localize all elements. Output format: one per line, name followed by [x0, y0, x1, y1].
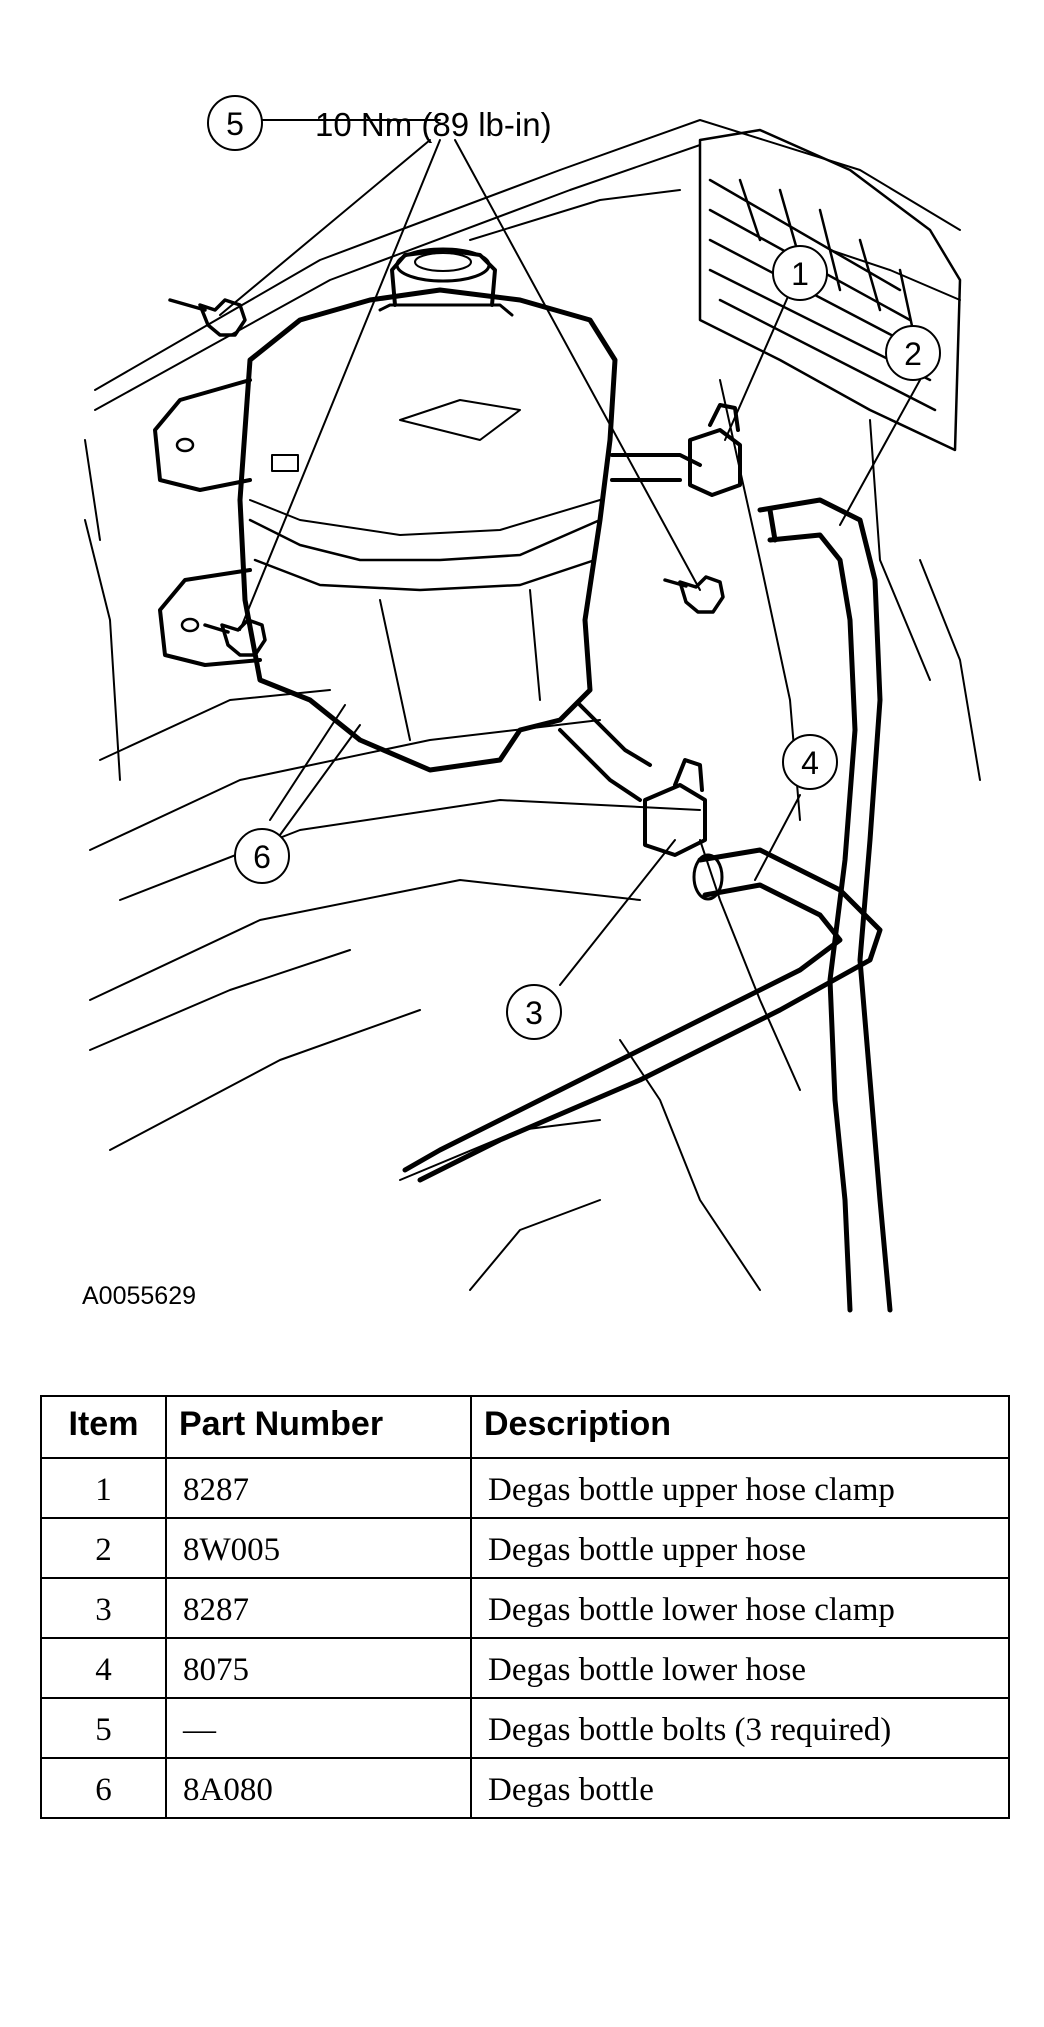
- callout-1: 1: [791, 256, 809, 292]
- lower-hose-drawing: [402, 847, 883, 1183]
- callout-2: 2: [904, 336, 922, 372]
- cell-description: Degas bottle lower hose clamp: [470, 1577, 1010, 1639]
- figure-id: A0055629: [82, 1282, 197, 1310]
- degas-bottle-drawing: [153, 247, 702, 802]
- cell-item: 1: [40, 1457, 167, 1519]
- cell-part-number: —: [165, 1697, 472, 1759]
- vehicle-body-linework: [84, 119, 981, 1291]
- table-row: 6 8A080 Degas bottle: [40, 1757, 1010, 1819]
- callout-circles: [207, 95, 941, 1040]
- cell-item: 6: [40, 1757, 167, 1819]
- cell-description: Degas bottle upper hose: [470, 1517, 1010, 1579]
- cell-part-number: 8W005: [165, 1517, 472, 1579]
- upper-hose-drawing: [757, 497, 893, 1313]
- cell-description: Degas bottle lower hose: [470, 1637, 1010, 1699]
- cell-description: Degas bottle bolts (3 required): [470, 1697, 1010, 1759]
- cell-part-number: 8287: [165, 1457, 472, 1519]
- torque-spec-label: 10 Nm (89 lb-in): [315, 106, 552, 143]
- callout-4: 4: [801, 745, 819, 781]
- header-item: Item: [40, 1395, 167, 1459]
- cell-part-number: 8A080: [165, 1757, 472, 1819]
- parts-table: Item Part Number Description 1 8287 Dega…: [40, 1395, 1010, 1819]
- table-row: 5 — Degas bottle bolts (3 required): [40, 1697, 1010, 1759]
- table-row: 1 8287 Degas bottle upper hose clamp: [40, 1457, 1010, 1519]
- bolt-drawings: [168, 298, 725, 657]
- cell-item: 2: [40, 1517, 167, 1579]
- table-row: 3 8287 Degas bottle lower hose clamp: [40, 1577, 1010, 1639]
- table-header-row: Item Part Number Description: [40, 1395, 1010, 1459]
- cell-part-number: 8075: [165, 1637, 472, 1699]
- callout-6: 6: [253, 839, 271, 875]
- cell-item: 4: [40, 1637, 167, 1699]
- hose-clamp-drawings: [643, 403, 742, 857]
- cell-description: Degas bottle upper hose clamp: [470, 1457, 1010, 1519]
- callout-3: 3: [525, 995, 543, 1031]
- cell-item: 5: [40, 1697, 167, 1759]
- header-part-number: Part Number: [165, 1395, 472, 1459]
- radiator-grille: [698, 128, 962, 452]
- cell-description: Degas bottle: [470, 1757, 1010, 1819]
- cell-part-number: 8287: [165, 1577, 472, 1639]
- table-row: 2 8W005 Degas bottle upper hose: [40, 1517, 1010, 1579]
- callout-5: 5: [226, 106, 244, 142]
- cell-item: 3: [40, 1577, 167, 1639]
- leader-lines: [219, 119, 921, 986]
- table-row: 4 8075 Degas bottle lower hose: [40, 1637, 1010, 1699]
- degas-bottle-illustration: 5 1 2 4 3 6 10 Nm (89 lb-in): [84, 95, 981, 1313]
- header-description: Description: [470, 1395, 1010, 1459]
